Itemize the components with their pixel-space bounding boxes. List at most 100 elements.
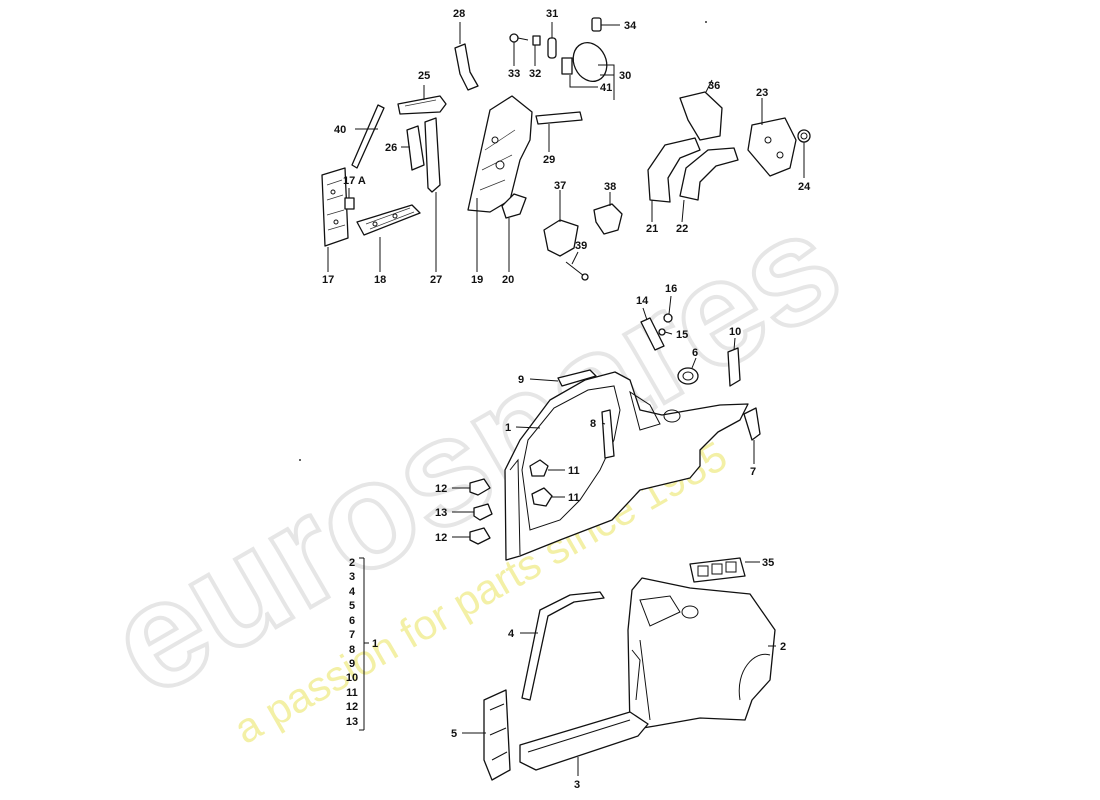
part-26[interactable] — [406, 125, 425, 171]
legend-item: 5 — [349, 600, 355, 612]
part-39[interactable] — [565, 261, 589, 281]
callout-19: 19 — [471, 274, 483, 286]
part-10[interactable] — [727, 347, 741, 387]
callout-11-lower: 11 — [568, 492, 580, 504]
part-33[interactable] — [509, 33, 529, 43]
legend-item: 7 — [349, 629, 355, 641]
callout-21: 21 — [646, 223, 658, 235]
callout-33: 33 — [508, 68, 520, 80]
part-6[interactable] — [677, 367, 699, 385]
callout-18: 18 — [374, 274, 386, 286]
part-24[interactable] — [797, 129, 811, 143]
callout-4: 4 — [508, 628, 515, 640]
part-35[interactable] — [689, 557, 746, 583]
part-16[interactable] — [663, 313, 673, 323]
part-15[interactable] — [658, 328, 666, 336]
callout-29: 29 — [543, 154, 555, 166]
callouts: 17 17 A 18 27 19 20 40 25 26 28 29 33 32… — [322, 8, 811, 791]
legend-item: 10 — [346, 672, 358, 684]
callout-14: 14 — [636, 295, 649, 307]
callout-12-lower: 12 — [435, 532, 447, 544]
part-12-lower[interactable] — [469, 527, 491, 545]
part-36[interactable] — [679, 91, 723, 141]
part-25[interactable] — [397, 95, 447, 115]
part-17a[interactable] — [344, 197, 355, 210]
part-17[interactable] — [321, 167, 349, 247]
callout-31: 31 — [546, 8, 558, 20]
part-18[interactable] — [356, 204, 421, 236]
callout-2: 2 — [780, 641, 786, 653]
part-31[interactable] — [547, 37, 557, 59]
part-34[interactable] — [591, 17, 602, 32]
callout-11-upper: 11 — [568, 465, 580, 477]
callout-36: 36 — [708, 80, 720, 92]
part-21[interactable] — [647, 137, 701, 203]
part-13[interactable] — [473, 503, 493, 521]
part-38[interactable] — [593, 203, 623, 235]
callout-6: 6 — [692, 347, 698, 359]
part-29[interactable] — [535, 111, 583, 125]
callout-41: 41 — [600, 82, 612, 94]
callout-39: 39 — [575, 240, 587, 252]
callout-7: 7 — [750, 466, 756, 478]
callout-3: 3 — [574, 779, 580, 791]
callout-26: 26 — [385, 142, 397, 154]
callout-32: 32 — [529, 68, 541, 80]
legend-item: 13 — [346, 716, 358, 728]
part-12-upper[interactable] — [469, 478, 491, 496]
callout-28: 28 — [453, 8, 465, 20]
callout-13: 13 — [435, 507, 447, 519]
callout-38: 38 — [604, 181, 616, 193]
callout-20: 20 — [502, 274, 514, 286]
callout-12-upper: 12 — [435, 483, 447, 495]
part-28[interactable] — [454, 43, 479, 91]
part-2[interactable] — [627, 577, 776, 731]
callout-22: 22 — [676, 223, 688, 235]
part-4[interactable] — [521, 591, 605, 701]
part-11-lower[interactable] — [531, 487, 553, 507]
legend-item: 6 — [349, 615, 355, 627]
part-3[interactable] — [519, 711, 649, 771]
legend-item: 11 — [346, 687, 358, 699]
callout-24: 24 — [798, 181, 811, 193]
callout-15: 15 — [676, 329, 688, 341]
part-20[interactable] — [501, 193, 527, 219]
callout-37: 37 — [554, 180, 566, 192]
part-7[interactable] — [743, 407, 761, 441]
part-23[interactable] — [747, 117, 797, 177]
part-5[interactable] — [483, 689, 511, 781]
callout-17: 17 — [322, 274, 334, 286]
callout-34: 34 — [624, 20, 637, 32]
part-30[interactable] — [561, 37, 613, 87]
part-11-upper[interactable] — [529, 459, 549, 477]
part-37[interactable] — [543, 219, 579, 257]
part-1[interactable] — [504, 371, 749, 561]
callout-17a: 17 A — [343, 175, 366, 187]
leader-lines — [327, 22, 805, 776]
callout-8: 8 — [590, 418, 596, 430]
part-27[interactable] — [424, 117, 441, 193]
legend-group-label: 1 — [372, 638, 378, 650]
legend-item: 12 — [346, 701, 358, 713]
callout-30: 30 — [619, 70, 631, 82]
callout-9: 9 — [518, 374, 524, 386]
part-9[interactable] — [557, 369, 597, 387]
callout-40: 40 — [334, 124, 346, 136]
callout-27: 27 — [430, 274, 442, 286]
speck — [705, 21, 707, 23]
callout-10: 10 — [729, 326, 741, 338]
callout-1: 1 — [505, 422, 511, 434]
callout-5: 5 — [451, 728, 457, 740]
part-32[interactable] — [532, 35, 541, 46]
legend-item: 8 — [349, 644, 355, 656]
part-40[interactable] — [351, 104, 385, 169]
part-19[interactable] — [467, 95, 533, 213]
part-22[interactable] — [679, 147, 739, 201]
callout-35: 35 — [762, 557, 774, 569]
callout-16: 16 — [665, 283, 677, 295]
legend-item: 4 — [349, 586, 356, 598]
legend-item: 9 — [349, 658, 355, 670]
callout-25: 25 — [418, 70, 430, 82]
part-8[interactable] — [601, 409, 615, 459]
callout-23: 23 — [756, 87, 768, 99]
